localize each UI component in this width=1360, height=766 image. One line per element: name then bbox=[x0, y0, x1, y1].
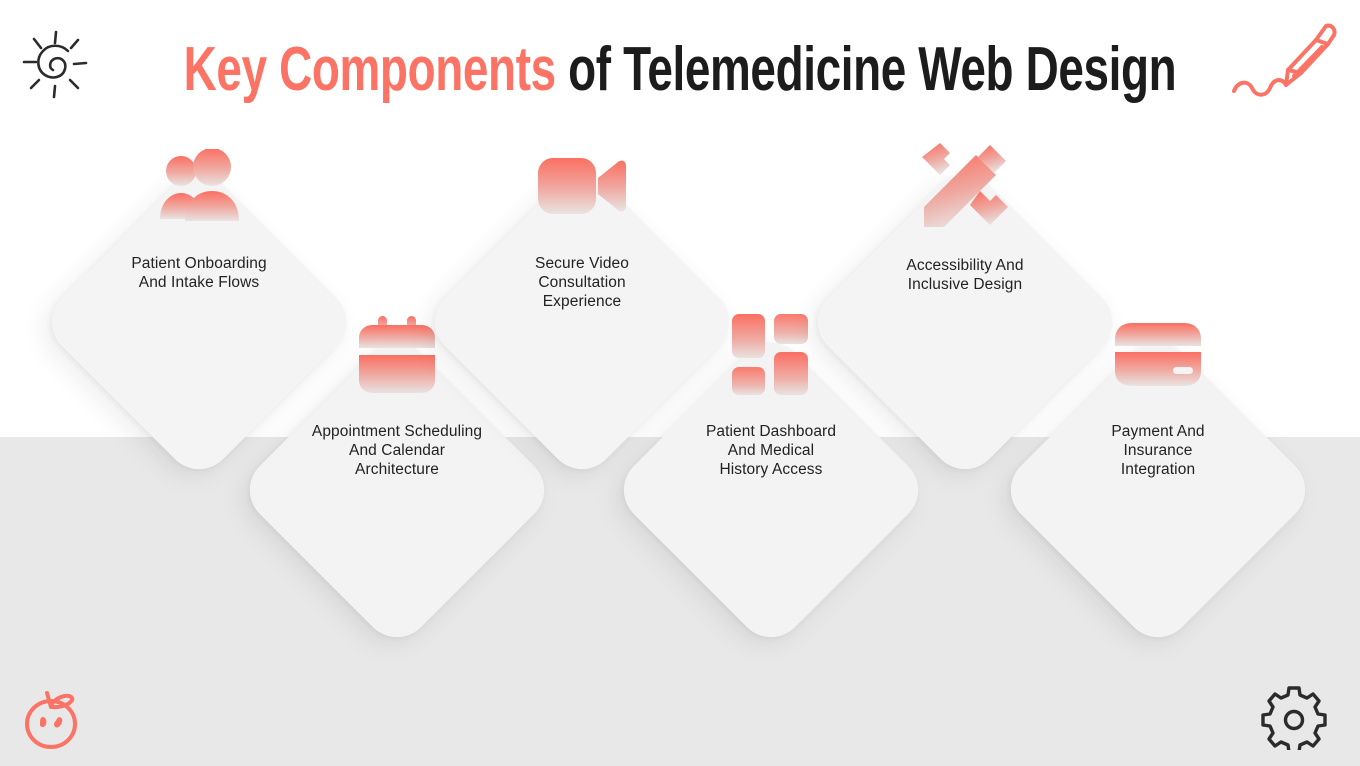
component-card-patient-dashboard[interactable]: Patient Dashboard And Medical History Ac… bbox=[609, 314, 933, 652]
credit-card-icon bbox=[1110, 308, 1206, 400]
slide-header: Key Components of Telemedicine Web Desig… bbox=[0, 0, 1360, 140]
component-card-secure-video[interactable]: Secure Video Consultation Experience bbox=[420, 158, 744, 484]
calendar-icon bbox=[349, 308, 445, 400]
users-icon bbox=[151, 140, 247, 232]
component-card-patient-onboarding[interactable]: Patient Onboarding And Intake Flows bbox=[37, 149, 361, 484]
sun-spiral-doodle bbox=[16, 18, 96, 115]
page-title-accent: Key Components bbox=[183, 35, 556, 104]
card-label: Secure Video Consultation Experience bbox=[535, 255, 629, 310]
card-label: Patient Onboarding And Intake Flows bbox=[131, 255, 267, 291]
component-card-accessibility[interactable]: Accessibility And Inclusive Design bbox=[803, 143, 1127, 484]
dashboard-grid-icon bbox=[723, 308, 819, 400]
video-camera-icon bbox=[534, 140, 630, 232]
component-card-appointment-scheduling[interactable]: Appointment Scheduling And Calendar Arch… bbox=[235, 316, 559, 652]
page-title-rest: of Telemedicine Web Design bbox=[555, 35, 1177, 104]
gear-doodle bbox=[1261, 684, 1327, 755]
card-label: Accessibility And Inclusive Design bbox=[906, 257, 1024, 293]
apple-face-doodle bbox=[18, 681, 88, 758]
page-title: Key Components of Telemedicine Web Desig… bbox=[177, 35, 1183, 104]
magic-wand-icon bbox=[917, 140, 1013, 232]
pencil-squiggle-doodle bbox=[1222, 18, 1340, 115]
component-card-payment-insurance[interactable]: Payment And Insurance Integration bbox=[996, 323, 1320, 652]
card-label: Payment And Insurance Integration bbox=[1111, 423, 1205, 478]
